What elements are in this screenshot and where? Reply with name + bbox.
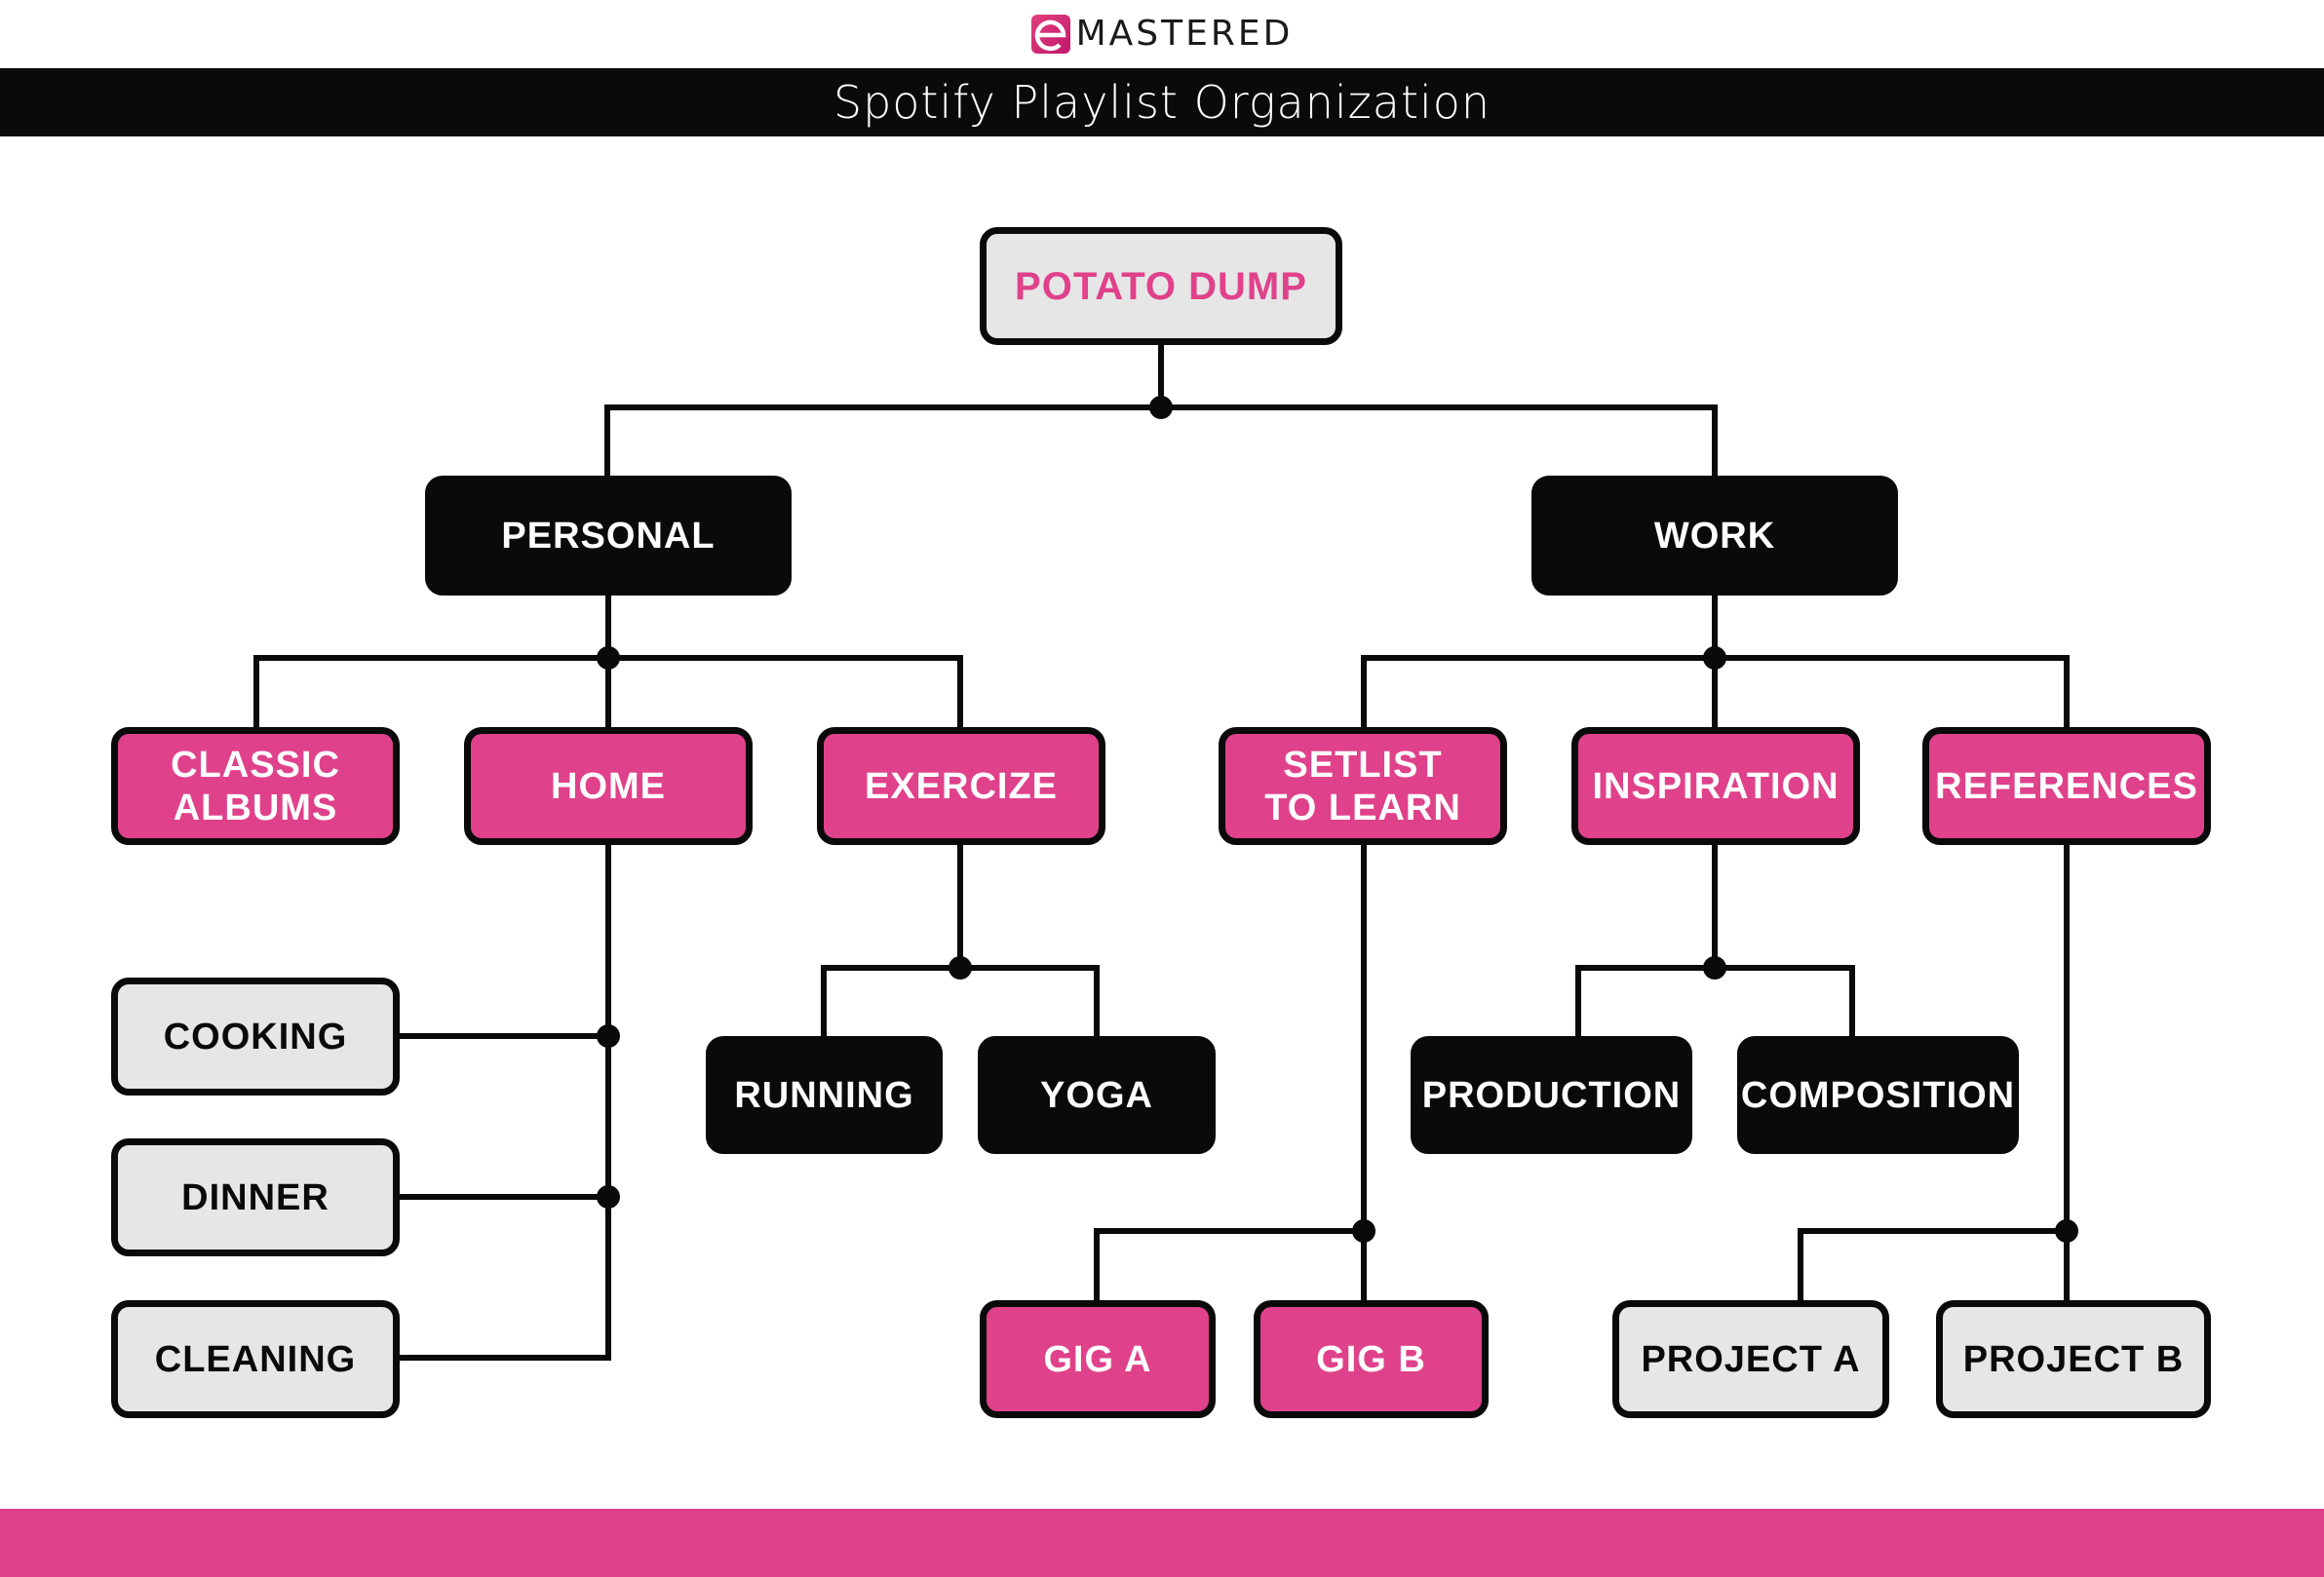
node-yoga[interactable]: YOGA	[978, 1036, 1216, 1154]
brand-name: MASTERED	[1075, 14, 1294, 54]
node-inspiration[interactable]: INSPIRATION	[1571, 727, 1860, 845]
junction-dot	[597, 1185, 620, 1209]
node-potato-dump[interactable]: POTATO DUMP	[980, 227, 1342, 345]
node-project-b[interactable]: PROJECT B	[1936, 1300, 2211, 1418]
footer-bar	[0, 1509, 2324, 1577]
node-composition[interactable]: COMPOSITION	[1737, 1036, 2019, 1154]
node-personal[interactable]: PERSONAL	[425, 476, 792, 596]
node-production[interactable]: PRODUCTION	[1411, 1036, 1692, 1154]
junction-dot	[1149, 396, 1173, 419]
node-running[interactable]: RUNNING	[706, 1036, 943, 1154]
node-exercize[interactable]: EXERCIZE	[817, 727, 1105, 845]
junction-dot	[949, 956, 972, 980]
junction-dot	[597, 1024, 620, 1048]
node-cooking[interactable]: COOKING	[111, 978, 400, 1096]
title-bar: Spotify Playlist Organization	[0, 68, 2324, 136]
junction-dot	[1703, 956, 1726, 980]
junction-dot	[1352, 1219, 1375, 1243]
node-cleaning[interactable]: CLEANING	[111, 1300, 400, 1418]
node-home[interactable]: HOME	[464, 727, 753, 845]
node-classic-albums[interactable]: CLASSIC ALBUMS	[111, 727, 400, 845]
connector-inspiration	[1575, 842, 1855, 1039]
junction-dot	[2055, 1219, 2078, 1243]
junction-dot	[1703, 646, 1726, 670]
node-dinner[interactable]: DINNER	[111, 1138, 400, 1256]
node-work[interactable]: WORK	[1531, 476, 1898, 596]
node-gig-b[interactable]: GIG B	[1254, 1300, 1489, 1418]
connector-exercize	[821, 842, 1100, 1039]
node-setlist-to-learn[interactable]: SETLIST TO LEARN	[1219, 727, 1507, 845]
node-gig-a[interactable]: GIG A	[980, 1300, 1216, 1418]
connector-home	[397, 842, 611, 1361]
mastered-e-logo-icon	[1030, 15, 1070, 54]
junction-dot	[597, 646, 620, 670]
node-references[interactable]: REFERENCES	[1922, 727, 2211, 845]
brand-logo: MASTERED	[0, 12, 2324, 57]
node-project-a[interactable]: PROJECT A	[1612, 1300, 1889, 1418]
page-title: Spotify Playlist Organization	[833, 76, 1491, 129]
